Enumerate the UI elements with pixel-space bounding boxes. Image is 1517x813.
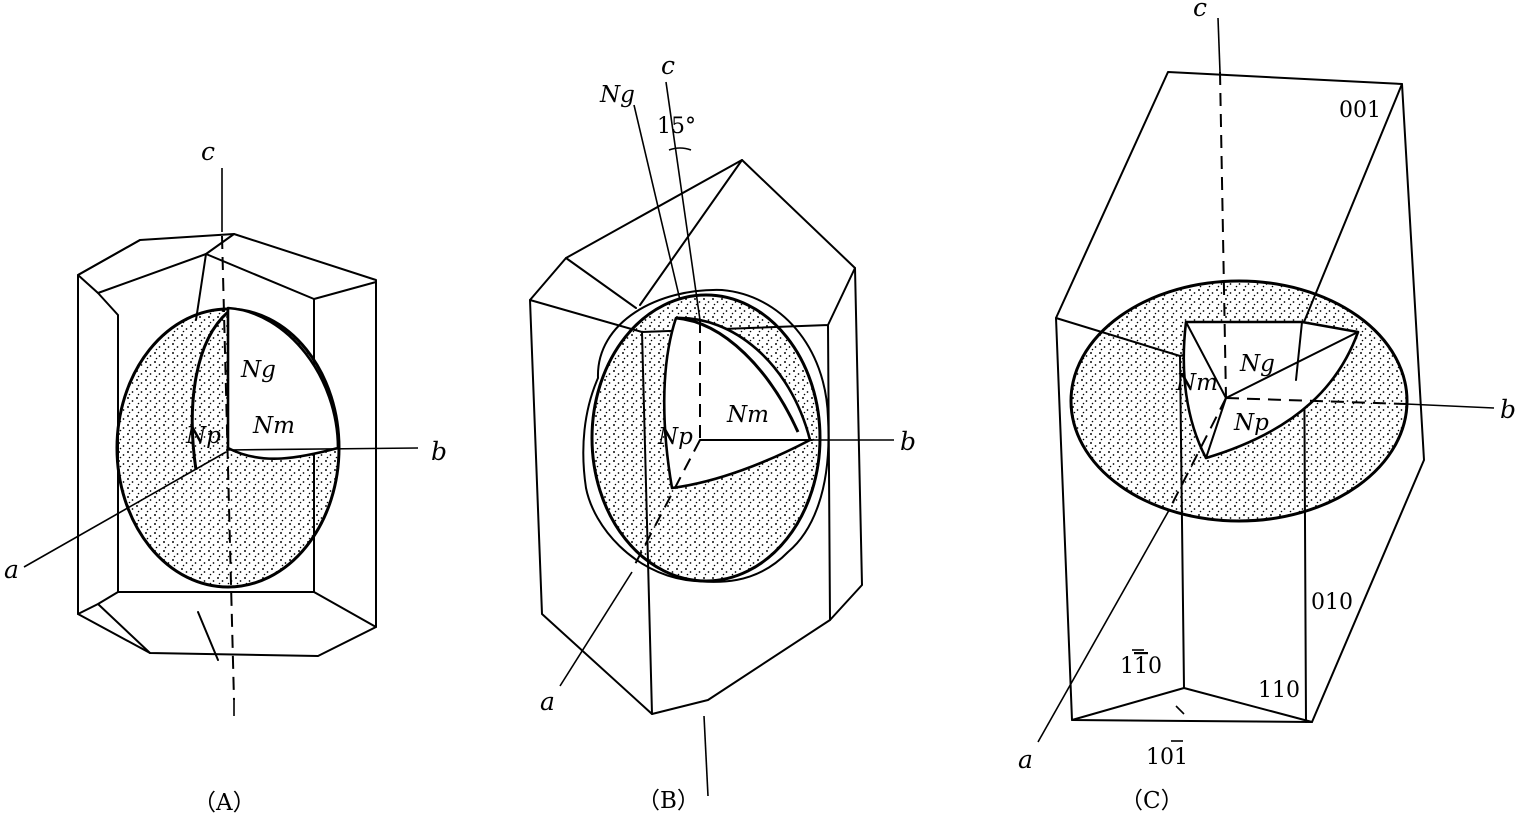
axis-c-c bbox=[1217, 17, 1221, 73]
label-a-ng: Ng bbox=[240, 357, 276, 383]
label-a-a: a bbox=[4, 555, 19, 584]
axis-b-a bbox=[559, 571, 633, 687]
indicatrix-b-ng-arc bbox=[675, 316, 800, 433]
face-c-001: 001 bbox=[1339, 98, 1381, 123]
axis-b-a-dashed bbox=[631, 439, 701, 571]
label-c-nm: Nm bbox=[1175, 370, 1218, 396]
indicatrix-a-np-arc bbox=[190, 310, 229, 471]
face-c-110: 110 bbox=[1258, 678, 1300, 703]
label-b-ng-axis: Ng bbox=[599, 82, 635, 108]
indicatrix-c-cutout bbox=[1182, 320, 1360, 460]
indicatrix-b-wave bbox=[582, 288, 830, 583]
caption-b: （B） bbox=[637, 788, 700, 813]
crystal-b-outline bbox=[529, 159, 863, 715]
figure-b: c Ng 15° b a Nm Np （B） bbox=[529, 51, 916, 813]
label-b-nm: Nm bbox=[726, 402, 769, 428]
indicatrix-a-cutout bbox=[226, 306, 340, 460]
face-c-10-1-leader bbox=[1175, 705, 1185, 715]
figure-c: c b a Ng Nm Np 001 010 110 110 101 （C） bbox=[1018, 0, 1516, 813]
label-b-a: a bbox=[540, 687, 555, 716]
prism-a-front-edge bbox=[195, 253, 219, 661]
label-a-b: b bbox=[431, 437, 447, 466]
label-c-c: c bbox=[1193, 0, 1207, 22]
axis-a-c-dashed bbox=[221, 235, 235, 701]
axis-a-b bbox=[225, 447, 419, 451]
face-c-1-10: 110 bbox=[1120, 654, 1162, 679]
axis-c-c-dashed bbox=[1219, 71, 1227, 399]
label-b-angle: 15° bbox=[657, 114, 696, 139]
label-a-np: Np bbox=[185, 423, 221, 449]
label-a-nm: Nm bbox=[252, 413, 295, 439]
axis-b-c bbox=[665, 81, 701, 321]
label-c-b: b bbox=[1500, 395, 1516, 424]
axis-c-a-dashed bbox=[1167, 397, 1227, 513]
label-b-b: b bbox=[900, 427, 916, 456]
face-c-010: 010 bbox=[1311, 590, 1353, 615]
axis-c-a bbox=[1037, 511, 1169, 743]
label-a-c: c bbox=[201, 137, 215, 166]
label-c-np: Np bbox=[1233, 410, 1269, 436]
axis-a-a bbox=[23, 451, 227, 568]
axis-b-c-lower bbox=[703, 715, 709, 797]
label-b-c: c bbox=[661, 51, 675, 80]
axis-b-ng bbox=[633, 104, 681, 301]
axis-c-b-dashed bbox=[1225, 397, 1407, 405]
caption-c: （C） bbox=[1120, 788, 1184, 813]
label-b-np: Np bbox=[657, 424, 693, 450]
prism-a-outline bbox=[77, 233, 377, 657]
label-c-ng: Ng bbox=[1239, 351, 1275, 377]
axis-c-b bbox=[1405, 403, 1495, 409]
indicatrix-c-octant-edges bbox=[1185, 321, 1359, 459]
face-c-10-1: 101 bbox=[1146, 745, 1188, 770]
angle-b-arc bbox=[668, 147, 692, 151]
indicatrix-b-cutout bbox=[662, 316, 812, 490]
label-c-a: a bbox=[1018, 745, 1033, 774]
figure-a: c b a Ng Nm Np （A） bbox=[4, 137, 447, 813]
caption-a: （A） bbox=[193, 790, 256, 813]
